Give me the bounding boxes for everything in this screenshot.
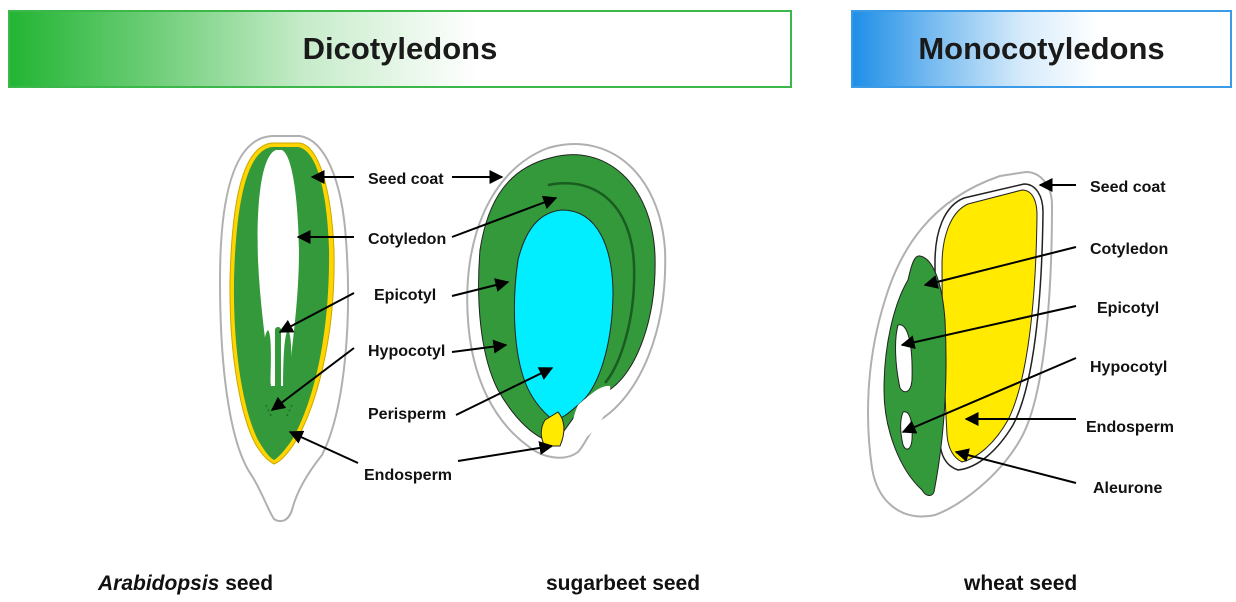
arabidopsis-label-hypocotyl: Hypocotyl	[368, 343, 445, 360]
wheat-label-endosperm: Endosperm	[1086, 419, 1174, 436]
wheat-label-cotyledon: Cotyledon	[1090, 241, 1168, 258]
sugarbeet-caption: sugarbeet seed	[546, 572, 700, 595]
arabidopsis-caption-rest: seed	[219, 572, 273, 595]
wheat-caption: wheat seed	[963, 572, 1077, 595]
arabidopsis-seed: Seed coat Cotyledon Epicotyl Hypocotyl P…	[97, 136, 452, 595]
wheat-seed: Seed coat Cotyledon Epicotyl Hypocotyl E…	[868, 172, 1174, 595]
sugarbeet-seed: sugarbeet seed	[452, 144, 700, 595]
wheat-label-hypocotyl: Hypocotyl	[1090, 359, 1167, 376]
wheat-label-epicotyl: Epicotyl	[1097, 300, 1159, 317]
arabidopsis-caption-species: Arabidopsis	[97, 572, 219, 595]
arabidopsis-label-epicotyl: Epicotyl	[374, 287, 436, 304]
wheat-label-seed-coat: Seed coat	[1090, 179, 1166, 196]
wheat-label-aleurone: Aleurone	[1093, 480, 1162, 497]
arabidopsis-label-seed-coat: Seed coat	[368, 171, 444, 188]
arabidopsis-label-cotyledon: Cotyledon	[368, 231, 446, 248]
arabidopsis-caption: Arabidopsis seed	[97, 572, 273, 595]
arabidopsis-epicotyl	[275, 327, 281, 386]
arabidopsis-label-endosperm: Endosperm	[364, 467, 452, 484]
arabidopsis-label-perisperm: Perisperm	[368, 406, 446, 423]
